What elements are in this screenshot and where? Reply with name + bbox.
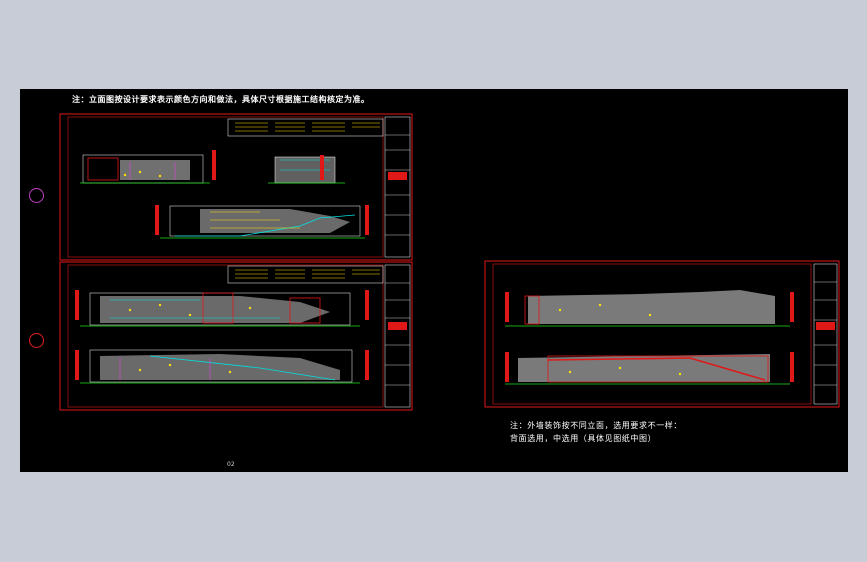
drawing-note-right-2: 背面选用，中选用（具体见图纸中图） [510, 434, 657, 443]
sheet-right [484, 260, 840, 408]
legend-table [227, 118, 384, 137]
title-block [813, 263, 838, 405]
layout-marker-bottom[interactable] [29, 333, 44, 348]
cad-drawing-canvas[interactable] [20, 89, 848, 472]
legend-table [227, 265, 384, 284]
sheet-frame [59, 261, 413, 411]
sheet-inner-frame [67, 116, 384, 258]
page-mark: 02 [227, 461, 235, 468]
drawing-note-right-1: 注：外墙装饰按不同立面，选用要求不一样： [510, 421, 682, 430]
layout-marker-top[interactable] [29, 188, 44, 203]
sheet-inner-frame [492, 263, 812, 405]
title-block [384, 264, 411, 408]
drawing-note-top: 注：立面图按设计要求表示颜色方向和做法，具体尺寸根据施工结构核定为准。 [72, 95, 370, 104]
sheet-left-lower [59, 261, 413, 411]
title-block [384, 116, 411, 258]
sheet-left-upper [59, 113, 413, 261]
sheet-frame [59, 113, 413, 261]
sheet-inner-frame [67, 264, 384, 408]
sheet-frame [484, 260, 840, 408]
